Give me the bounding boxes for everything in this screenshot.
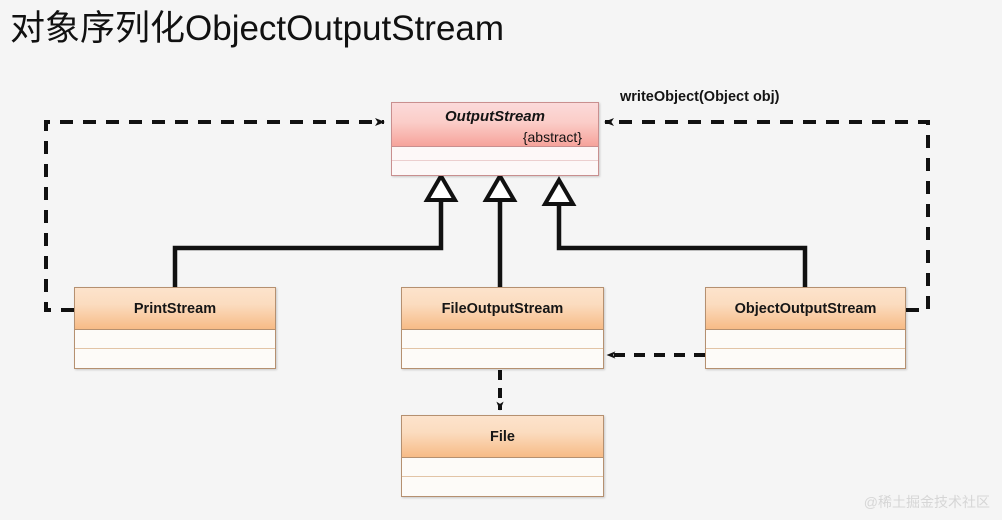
class-name-output-stream: OutputStream bbox=[444, 108, 545, 125]
page-title: 对象序列化ObjectOutputStream bbox=[10, 9, 505, 48]
class-header-file-output-stream: FileOutputStream bbox=[402, 288, 603, 330]
dependency-print-stream-to-output-stream bbox=[44, 118, 385, 312]
class-header-print-stream: PrintStream bbox=[75, 288, 275, 330]
generalization-print-stream bbox=[172, 172, 459, 287]
class-attributes-output-stream bbox=[392, 147, 598, 161]
class-attributes-file bbox=[402, 458, 603, 477]
class-attributes-object-output-stream bbox=[706, 330, 905, 349]
class-name-object-output-stream: ObjectOutputStream bbox=[734, 300, 877, 317]
class-name-file: File bbox=[490, 428, 515, 445]
class-header-file: File bbox=[402, 416, 603, 458]
class-operations-file-output-stream bbox=[402, 349, 603, 368]
class-operations-object-output-stream bbox=[706, 349, 905, 368]
watermark: @稀土掘金技术社区 bbox=[863, 494, 990, 510]
class-header-output-stream: OutputStream {abstract} bbox=[392, 103, 598, 147]
class-operations-file bbox=[402, 477, 603, 496]
dependency-object-output-stream-to-output-stream bbox=[604, 118, 930, 312]
class-name-file-output-stream: FileOutputStream bbox=[441, 300, 564, 317]
generalization-file-output-stream bbox=[482, 172, 518, 287]
class-attributes-file-output-stream bbox=[402, 330, 603, 349]
class-box-object-output-stream[interactable]: ObjectOutputStream bbox=[705, 287, 906, 369]
class-attributes-print-stream bbox=[75, 330, 275, 349]
generalization-object-output-stream bbox=[541, 176, 808, 287]
class-name-print-stream: PrintStream bbox=[133, 300, 217, 317]
class-box-file-output-stream[interactable]: FileOutputStream bbox=[401, 287, 604, 369]
class-stereotype-output-stream: {abstract} bbox=[522, 129, 582, 145]
class-operations-output-stream bbox=[392, 161, 598, 175]
class-box-file[interactable]: File bbox=[401, 415, 604, 497]
edge-label-write-object: writeObject(Object obj) bbox=[620, 89, 780, 105]
class-box-print-stream[interactable]: PrintStream bbox=[74, 287, 276, 369]
class-header-object-output-stream: ObjectOutputStream bbox=[706, 288, 905, 330]
class-box-output-stream[interactable]: OutputStream {abstract} bbox=[391, 102, 599, 176]
class-operations-print-stream bbox=[75, 349, 275, 368]
